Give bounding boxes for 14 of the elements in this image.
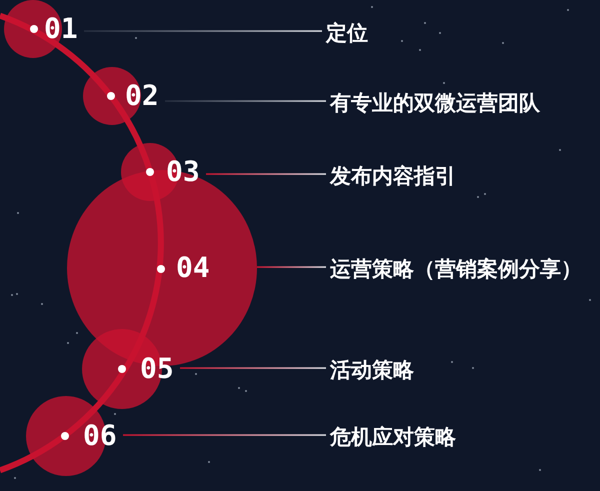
step-number: 05 <box>140 355 174 383</box>
item-title: 定位 <box>326 21 368 46</box>
item-title: 危机应对策略 <box>330 425 456 450</box>
leader-line <box>165 100 326 102</box>
leader-line <box>180 367 326 369</box>
leader-line <box>257 266 326 268</box>
leader-line <box>84 30 322 32</box>
item-title: 活动策略 <box>330 358 414 382</box>
step-number: 04 <box>176 254 210 282</box>
leader-line <box>123 434 326 436</box>
item-title: 运营策略（营销案例分享） <box>330 257 582 282</box>
item-title: 发布内容指引 <box>330 164 456 188</box>
leader-line <box>206 173 326 175</box>
item-title: 有专业的双微运营团队 <box>330 91 540 116</box>
